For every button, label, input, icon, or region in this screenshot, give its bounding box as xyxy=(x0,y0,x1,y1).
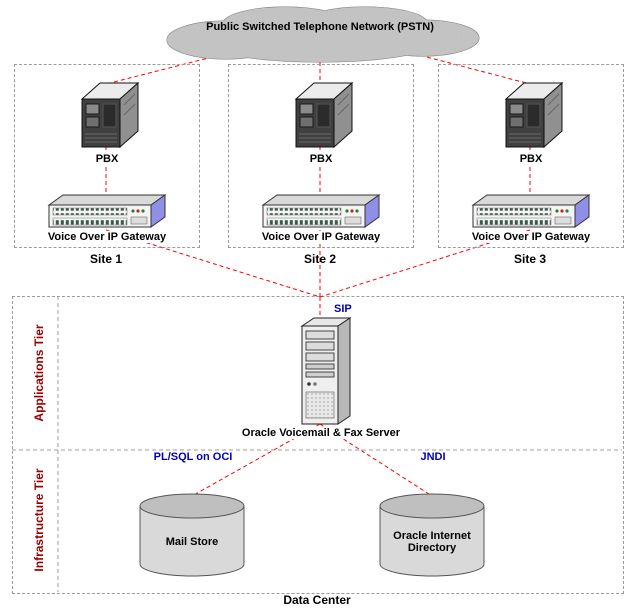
sip-protocol-label: SIP xyxy=(332,303,354,315)
voip-gateway-icon xyxy=(259,191,383,231)
pstn-label: Public Switched Telephone Network (PSTN) xyxy=(206,21,434,33)
pbx-label: PBX xyxy=(516,153,546,165)
data-center-label: Data Center xyxy=(283,593,351,607)
pbx-icon xyxy=(496,79,566,151)
applications-tier-label: Applications Tier xyxy=(32,324,46,422)
site-1-box: PBX Voice Over IP Gateway xyxy=(14,64,200,248)
site-2-box: PBX Voice Over IP Gateway xyxy=(228,64,414,248)
cloud-icon xyxy=(166,6,480,63)
jndi-protocol-label: JNDI xyxy=(418,451,448,463)
pbx-label: PBX xyxy=(306,153,336,165)
site-2-label: Site 2 xyxy=(303,252,336,266)
voip-gateway-label: Voice Over IP Gateway xyxy=(44,231,170,243)
site-3-label: Site 3 xyxy=(513,252,546,266)
site-3-box: PBX Voice Over IP Gateway xyxy=(438,64,624,248)
voip-gateway-icon xyxy=(469,191,593,231)
infrastructure-tier-label: Infrastructure Tier xyxy=(32,468,46,572)
data-center-box xyxy=(12,296,624,594)
voicemail-fax-server-icon xyxy=(298,316,354,426)
internet-directory-label: Oracle Internet Directory xyxy=(393,530,471,554)
pbx-label: PBX xyxy=(92,153,122,165)
pbx-icon xyxy=(72,79,142,151)
mail-store-label: Mail Store xyxy=(165,536,219,548)
voip-gateway-label: Voice Over IP Gateway xyxy=(258,231,384,243)
voicemail-fax-server-label: Oracle Voicemail & Fax Server xyxy=(239,427,403,439)
voip-gateway-icon xyxy=(45,191,169,231)
voip-gateway-label: Voice Over IP Gateway xyxy=(468,231,594,243)
pstn-cloud: Public Switched Telephone Network (PSTN) xyxy=(155,2,485,66)
plsql-oci-protocol-label: PL/SQL on OCI xyxy=(151,451,235,463)
site-1-label: Site 1 xyxy=(89,252,122,266)
pbx-icon xyxy=(286,79,356,151)
